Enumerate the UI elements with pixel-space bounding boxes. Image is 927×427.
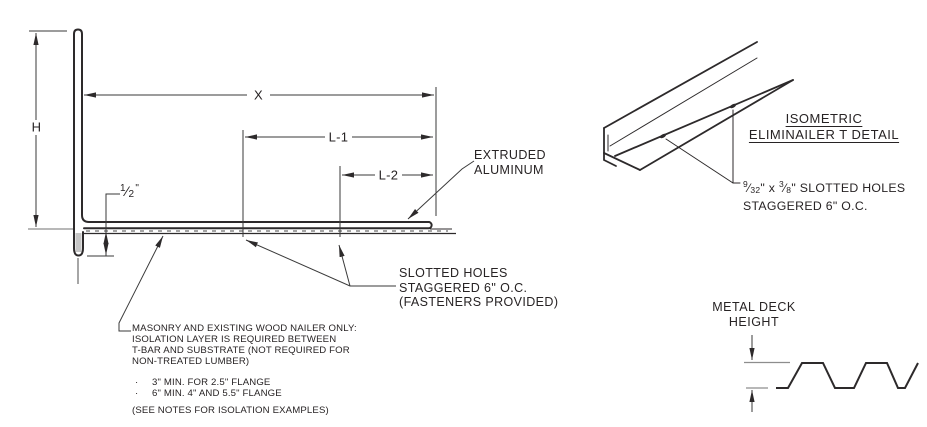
fraction-slash: ⁄ [783, 181, 787, 195]
isometric-linework [603, 41, 794, 184]
masonry-note-line-1: MASONRY AND EXISTING WOOD NAILER ONLY: [132, 322, 357, 334]
isometric-note-line-1: 9⁄32" x 3⁄8" SLOTTED HOLES [743, 176, 905, 198]
metal-deck-linework [744, 335, 919, 412]
metal-deck-label-line-1: METAL DECK [712, 299, 796, 314]
inch-mark: " [135, 183, 140, 194]
dim-label-x: X [254, 87, 263, 103]
half-denominator: 2 [128, 189, 135, 200]
isometric-title: ISOMETRIC ELIMINAILER T DETAIL [740, 111, 908, 144]
frac2-denominator: 8 [786, 185, 792, 195]
frac2-numerator: 3 [778, 179, 784, 189]
bullet-dot: · [135, 387, 139, 399]
isometric-title-line-2: ELIMINAILER T DETAIL [748, 127, 900, 142]
label-extruded-aluminum: EXTRUDED ALUMINUM [474, 148, 546, 177]
note-mid-text: " x [760, 181, 779, 195]
fraction-slash: ⁄ [125, 183, 129, 199]
slotted-holes-line-2: STAGGERED 6" O.C. [399, 280, 528, 295]
half-numerator: 1 [120, 183, 126, 194]
slotted-holes-line-3: (FASTENERS PROVIDED) [399, 295, 559, 310]
dim-label-l1: L-1 [328, 129, 349, 145]
label-slotted-holes: SLOTTED HOLES STAGGERED 6" O.C. (FASTENE… [399, 266, 558, 310]
slotted-holes-line-1: SLOTTED HOLES [399, 266, 508, 280]
fraction-slash: ⁄ [748, 181, 751, 195]
dimension-linework [29, 30, 437, 257]
frac1-denominator: 32 [750, 185, 761, 195]
dim-label-half-inch: 1⁄2" [120, 183, 139, 200]
metal-deck-label-line-2: HEIGHT [728, 315, 780, 329]
isometric-note: 9⁄32" x 3⁄8" SLOTTED HOLES STAGGERED 6" … [743, 176, 905, 214]
isometric-title-line-1: ISOMETRIC [785, 110, 863, 126]
bullet-1-text: 3" MIN. FOR 2.5" FLANGE [152, 376, 271, 388]
frac1-numerator: 9 [743, 179, 749, 189]
masonry-note-line-4: NON-TREATED LUMBER) [132, 355, 250, 367]
t-bar-section-linework [73, 28, 433, 257]
isolation-layer-linework [28, 228, 456, 284]
masonry-note-bullet-2: · 6" MIN. 4" AND 5.5" FLANGE [132, 388, 357, 399]
extruded-aluminum-line-2: ALUMINUM [474, 162, 544, 177]
dim-label-h: H [31, 119, 42, 135]
masonry-note-bullet-1: · 3" MIN. FOR 2.5" FLANGE [132, 377, 357, 388]
isometric-note-line-2: STAGGERED 6" O.C. [743, 199, 868, 213]
extruded-aluminum-line-1: EXTRUDED [474, 148, 546, 162]
metal-deck-label: METAL DECK HEIGHT [703, 300, 805, 331]
masonry-note-line-2: ISOLATION LAYER IS REQUIRED BETWEEN [132, 333, 337, 345]
note-rest-text: " SLOTTED HOLES [791, 181, 906, 195]
bullet-dot: · [135, 376, 139, 388]
bullet-2-text: 6" MIN. 4" AND 5.5" FLANGE [152, 387, 282, 399]
masonry-note-footer: (SEE NOTES FOR ISOLATION EXAMPLES) [132, 404, 329, 416]
masonry-note-line-3: T-BAR AND SUBSTRATE (NOT REQUIRED FOR [132, 344, 350, 356]
dim-label-l2: L-2 [378, 167, 399, 183]
masonry-note: MASONRY AND EXISTING WOOD NAILER ONLY: I… [132, 323, 357, 416]
leader-lines [118, 160, 475, 332]
